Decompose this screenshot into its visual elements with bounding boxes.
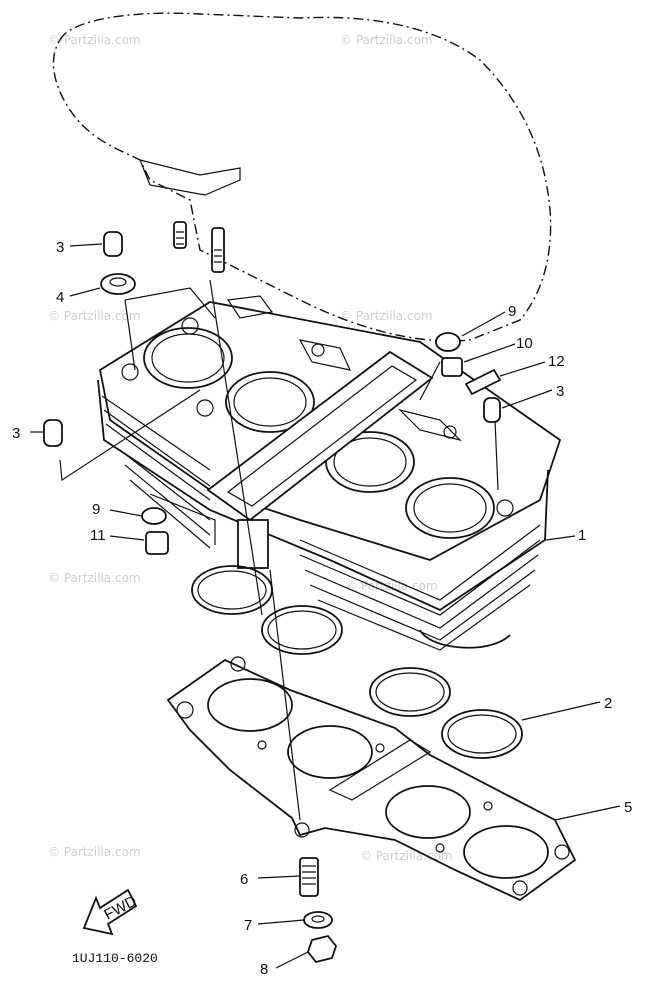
o-rings xyxy=(191,565,523,759)
callout-2: 2 xyxy=(604,695,612,712)
watermark: © Partzilla.com xyxy=(360,849,453,863)
watermark: © Partzilla.com xyxy=(345,579,438,593)
callout-5: 5 xyxy=(624,799,632,816)
callout-9: 9 xyxy=(508,303,516,320)
callout-9: 9 xyxy=(92,501,100,518)
callout-8: 8 xyxy=(260,961,268,978)
callout-3: 3 xyxy=(556,383,564,400)
leader-dash-lines xyxy=(59,279,499,821)
callout-leaders xyxy=(30,243,621,969)
callout-12: 12 xyxy=(548,353,565,370)
callout-10: 10 xyxy=(516,335,533,352)
callout-11: 11 xyxy=(90,527,106,544)
watermark: © Partzilla.com xyxy=(340,33,433,47)
callout-6: 6 xyxy=(240,871,248,888)
cylinder-head-outline xyxy=(52,12,552,342)
callout-3: 3 xyxy=(12,425,20,442)
small-parts xyxy=(43,231,502,964)
base-gasket xyxy=(166,656,577,902)
callout-4: 4 xyxy=(56,289,64,306)
watermark: © Partzilla.com xyxy=(48,571,141,585)
callout-3: 3 xyxy=(56,239,64,256)
cylinder-block xyxy=(97,295,562,651)
watermark: © Partzilla.com xyxy=(340,309,433,323)
diagram-code: 1UJ110-6020 xyxy=(72,951,158,966)
head-dowels xyxy=(173,221,225,273)
watermark: © Partzilla.com xyxy=(48,33,141,47)
callout-7: 7 xyxy=(244,917,252,934)
callout-labels: 3 4 3 9 10 12 3 9 11 1 2 5 6 7 8 xyxy=(12,239,632,978)
watermark: © Partzilla.com xyxy=(48,309,141,323)
fwd-arrow-icon: FWD xyxy=(82,888,140,936)
callout-1: 1 xyxy=(578,527,586,544)
watermark: © Partzilla.com xyxy=(48,845,141,859)
